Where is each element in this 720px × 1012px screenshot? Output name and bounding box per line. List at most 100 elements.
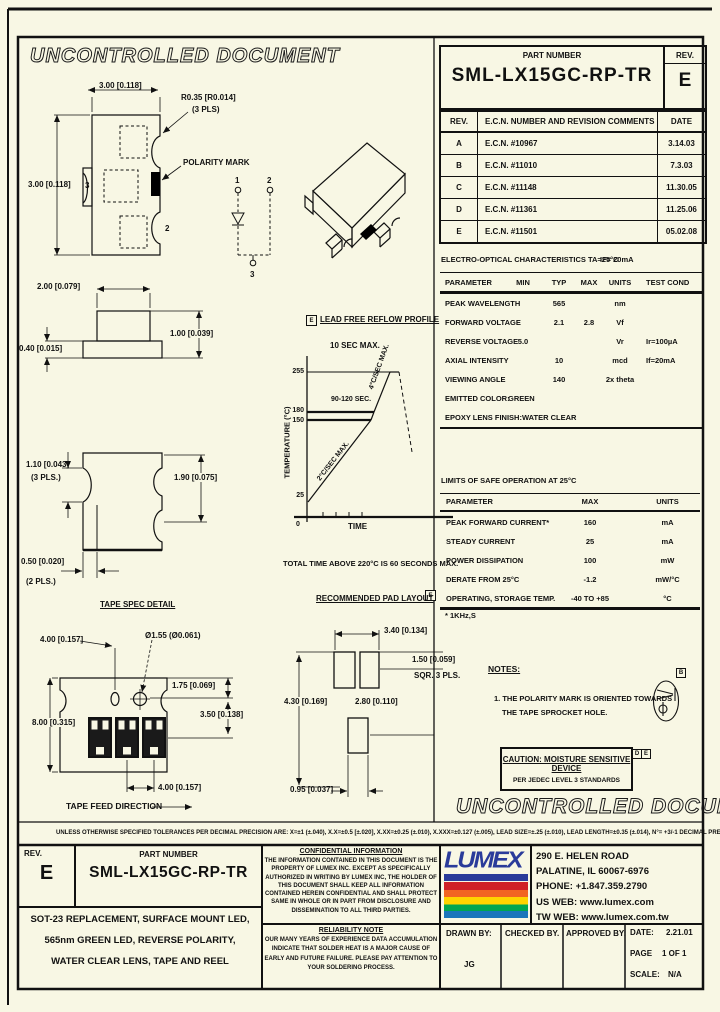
scale-value: N/A [668, 970, 682, 979]
rev-value: E [678, 70, 692, 91]
dim-label: 4.30 [0.169] [283, 697, 329, 707]
part-number-label: PART NUMBER [522, 51, 582, 60]
polarity-mark-iso [360, 224, 377, 240]
rev-marker-box: B [676, 668, 686, 678]
lumex-logo-text: LUMEX [444, 848, 524, 873]
table-row: FORWARD VOLTAGE 2.1 2.8 Vf [445, 318, 624, 327]
watermark-bottom: UNCONTROLLED DOCUMENT [455, 795, 720, 818]
tape-spec-drawing [47, 639, 233, 810]
dim-label: 1.50 [0.059] [412, 655, 456, 664]
revision-table-header: REV. E.C.N. NUMBER AND REVISION COMMENTS… [441, 112, 705, 132]
rev-label: REV. [665, 47, 705, 64]
y-tick: 180 [292, 407, 304, 414]
table-row: C E.C.N. #11148 11.30.05 [441, 176, 705, 198]
eo-table-title: ELECTRO-OPTICAL CHARACTERISTICS TA=25°C [441, 255, 619, 264]
polarity-mark-label: POLARITY MARK [183, 158, 250, 167]
scan-edge-artifacts [7, 7, 712, 1005]
address-line: PHONE: +1.847.359.2790 [536, 881, 648, 893]
dim-label: 0.95 [0.037] [290, 785, 334, 794]
table-row: DERATE FROM 25°C -1.2 mW/°C [446, 575, 680, 584]
reliability-note: RELIABILITY NOTE OUR MANY YEARS OF EXPER… [264, 927, 438, 973]
y-axis-label: TEMPERATURE (°C) [282, 406, 292, 479]
table-row: PEAK FORWARD CURRENT* 160 mA [446, 518, 674, 527]
y-tick: 255 [292, 368, 304, 375]
part-description: SOT-23 REPLACEMENT, SURFACE MOUNT LED, 5… [30, 914, 250, 967]
table-row: OPERATING, STORAGE TEMP. -40 TO +85 °C [446, 594, 672, 603]
checked-by-label: CHECKED BY. [505, 929, 560, 938]
dim-label: 2.80 [0.110] [355, 697, 398, 706]
isometric-view-drawing [304, 142, 406, 259]
col-rev: REV. [441, 112, 478, 131]
part-number-label: PART NUMBER [139, 850, 198, 859]
tape-pocket-hole [110, 691, 120, 707]
rev-marker-box: E [306, 315, 317, 326]
col-date: DATE [657, 112, 705, 131]
tape-spec-title: TAPE SPEC DETAIL [100, 600, 176, 609]
dim-label: 0.40 [0.015] [19, 344, 63, 353]
lumex-tagline-bar [444, 874, 528, 881]
dim-label: R0.35 [R0.014] [181, 93, 236, 102]
table-row: A E.C.N. #10967 3.14.03 [441, 132, 705, 154]
watermark-top: UNCONTROLLED DOCUMENT [30, 45, 340, 67]
diode-symbol [231, 212, 245, 226]
x-axis-label: TIME [348, 522, 368, 531]
taped-components [88, 717, 166, 758]
confidential-body: THE INFORMATION CONTAINED IN THIS DOCUME… [264, 858, 438, 914]
dim-label: 2.00 [0.079] [37, 282, 81, 291]
pad-layout-drawing [296, 630, 443, 797]
note-line: THE TAPE SPROCKET HOLE. [502, 708, 608, 717]
scale-label: SCALE: [630, 970, 660, 979]
notes-title: NOTES: [488, 664, 521, 674]
dim-label: 3.00 [0.118] [28, 180, 71, 189]
caution-box: CAUTION: MOISTURE SENSITIVE DEVICE PER J… [500, 747, 633, 791]
pin-number: 2 [165, 224, 170, 233]
table-row: B E.C.N. #11010 7.3.03 [441, 154, 705, 176]
caution-line1: CAUTION: MOISTURE SENSITIVE DEVICE [502, 755, 631, 773]
sheet-border [16, 35, 705, 991]
drawn-by-label: DRAWN BY: [446, 929, 492, 938]
eo-table-header: PARAMETER MIN TYP MAX UNITS TEST COND [445, 278, 690, 287]
part-number: SML-LX15GC-RP-TR [89, 864, 248, 881]
reliability-title: RELIABILITY NOTE [318, 927, 384, 934]
reflow-title: LEAD FREE REFLOW PROFILE [320, 315, 440, 324]
caution-line2: PER JEDEC LEVEL 3 STANDARDS [512, 777, 621, 784]
rev-label: REV. [24, 849, 42, 858]
revision-table: REV. E.C.N. NUMBER AND REVISION COMMENTS… [439, 110, 707, 244]
table-row: PEAK WAVELENGTH 565 nm [445, 299, 626, 308]
address-block: 290 E. HELEN ROAD PALATINE, IL 60067-697… [536, 849, 669, 925]
emitted-color-row: EMITTED COLOR: GREEN [445, 394, 535, 403]
rev-marker-box: E [425, 590, 436, 601]
dim-label: 0.50 [0.020] [21, 557, 65, 566]
lens-finish-row: EPOXY LENS FINISH: WATER CLEAR [445, 413, 577, 422]
tolerance-note: UNLESS OTHERWISE SPECIFIED TOLERANCES PE… [56, 829, 720, 836]
col-comment: E.C.N. NUMBER AND REVISION COMMENTS [485, 117, 655, 126]
confidential-title: CONFIDENTIAL INFORMATION [299, 848, 403, 855]
dim-label: 3.40 [0.134] [384, 626, 428, 635]
table-row: VIEWING ANGLE 140 2x theta [445, 375, 635, 384]
drawn-by-value: JG [464, 960, 475, 969]
dim-label: 1.90 [0.075] [172, 473, 220, 483]
bottom-view-drawing [61, 452, 207, 578]
soak-label: 90-120 SEC. [331, 396, 372, 403]
dim-label: 1.10 [0.043] [26, 460, 70, 469]
dim-label: (2 PLS.) [26, 577, 56, 586]
pin-number: 3 [250, 270, 255, 279]
pin-number: 1 [235, 176, 240, 185]
lumex-rainbow [444, 882, 528, 918]
date-label: DATE: [630, 928, 654, 937]
dim-label: 4.00 [0.157] [40, 635, 84, 644]
title-block-grid [18, 843, 703, 989]
dim-label: Ø1.55 (Ø0.061) [145, 631, 201, 640]
dim-label: 1.00 [0.039] [168, 329, 216, 339]
ramp-to-peak-segment [373, 371, 391, 413]
top-view-drawing [54, 87, 189, 256]
dim-label: 3.00 [0.118] [99, 81, 142, 90]
address-line: TW WEB: www.lumex.com.tw [536, 911, 669, 923]
pin-number: 3 [85, 181, 90, 190]
limits-table-header: PARAMETER MAX UNITS [446, 497, 679, 506]
third-angle-projection-symbol [652, 680, 680, 722]
dim-label: 3.50 [0.138] [200, 710, 244, 720]
approved-by-label: APPROVED BY: [566, 929, 627, 938]
